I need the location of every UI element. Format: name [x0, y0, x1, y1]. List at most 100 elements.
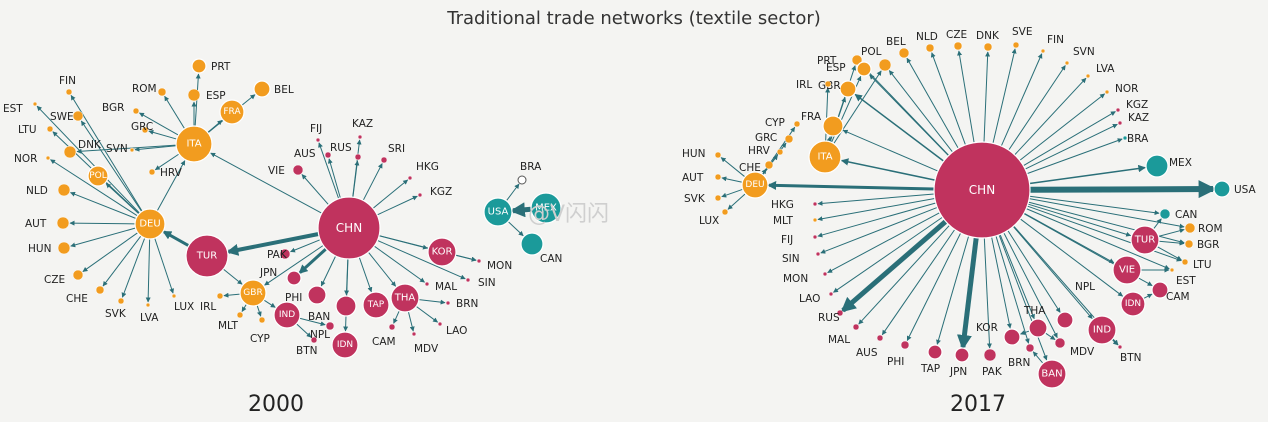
node-label-kaz: KAZ: [1128, 112, 1149, 124]
node-2000-tha: THA: [390, 283, 420, 313]
node-label-can: CAN: [540, 253, 562, 265]
node-label-est: EST: [1176, 275, 1196, 287]
node-label-mdv: MDV: [1070, 346, 1095, 358]
node-2017-gbr: GBR: [818, 80, 857, 98]
node-label-lux: LUX: [174, 301, 194, 313]
edge-2017-CHN-MDV: [1003, 232, 1058, 339]
node-label-fin: FIN: [1047, 34, 1064, 46]
node-2017-dnk: DNK: [976, 30, 1000, 52]
node-circle-grc: [784, 134, 794, 144]
node-circle-pol: [87, 165, 109, 187]
node-label-lao: LAO: [446, 325, 467, 337]
node-circle-est: [32, 101, 38, 107]
edge-2000-USA-CAN: [507, 221, 524, 237]
node-circle-nld: [57, 183, 71, 197]
node-circle-mlt: [236, 311, 244, 319]
node-circle-mon: [476, 258, 482, 264]
node-label-jpn: JPN: [259, 267, 277, 279]
node-label-aus: AUS: [294, 148, 316, 160]
node-label-ltu: LTU: [18, 124, 37, 136]
node-label-deu: DEU: [139, 219, 160, 230]
edge-2017-TUR-ROM: [1158, 228, 1185, 237]
node-2017-bgr: BGR: [1184, 239, 1219, 251]
node-2017-sve: SVE: [1012, 26, 1032, 49]
edge-2000-ITA-DNK: [76, 144, 177, 154]
node-circle-kor: [427, 237, 457, 267]
node-label-sin: SIN: [782, 253, 800, 265]
node-label-bra: BRA: [1127, 133, 1149, 145]
node-label-rus: RUS: [818, 312, 840, 324]
edge-2017-BAN-BRN: [1032, 351, 1044, 364]
node-circle-mdv: [1054, 337, 1066, 349]
node-circle-mdv: [411, 331, 417, 337]
node-label-pak: PAK: [982, 366, 1003, 378]
node-label-mon: MON: [487, 260, 512, 272]
node-label-aut: AUT: [682, 172, 704, 184]
node-2000-svn: SVN: [106, 143, 135, 155]
node-2000-aut: AUT: [25, 216, 70, 230]
node-circle-usa: [483, 197, 513, 227]
year-label-2017: 2017: [950, 392, 1006, 417]
node-label-tha: THA: [394, 293, 416, 304]
edge-2000-CHN-FIJ: [318, 142, 340, 199]
node-2000-sin: SIN: [465, 277, 496, 289]
edge-2017-CHN-FIJ: [817, 202, 936, 238]
node-2017-svk: SVK: [684, 193, 722, 205]
node-2000-mal: MAL: [424, 281, 457, 293]
node-label-chn: CHN: [969, 183, 995, 197]
node-circle-mal: [424, 281, 430, 287]
node-circle-ltu: [46, 125, 54, 133]
node-2000-mlt: MLT: [218, 311, 244, 332]
node-circle-phi: [307, 285, 327, 305]
node-label-ita: ITA: [186, 139, 201, 150]
edge-2017-CHN-RUS: [840, 219, 948, 313]
node-circle-usa: [1213, 180, 1231, 198]
edge-2000-CHN-JPN: [298, 247, 328, 274]
node-circle-pol: [878, 58, 892, 72]
node-circle-cze: [72, 269, 84, 281]
node-2017-prt: PRT: [817, 54, 863, 67]
node-circle-fin: [65, 88, 73, 96]
edge-2017-CHN-PRT: [860, 63, 950, 156]
node-circle-tur: [1130, 225, 1160, 255]
node-circle-sin: [465, 277, 471, 283]
edge-2017-CHN-USA: [1029, 180, 1217, 199]
edge-2017-TUR-LTU: [1157, 246, 1182, 261]
node-2017-mdv: MDV: [1054, 337, 1095, 358]
node-circle-npl: [1056, 311, 1074, 329]
node-circle-tha: [390, 283, 420, 313]
node-2000-gbr: GBR: [239, 279, 267, 307]
edge-2000-CHN-ITA: [210, 152, 322, 214]
node-2000-fra: FRA: [219, 99, 245, 125]
node-circle-cze: [953, 41, 963, 51]
node-2000-lva: LVA: [140, 302, 159, 324]
node-label-svn: SVN: [106, 143, 128, 155]
node-label-lux: LUX: [699, 215, 719, 227]
node-label-fij: FIJ: [781, 234, 793, 246]
edge-2017-DEU-GRC: [762, 142, 787, 175]
edge-2000-CHN-PHI: [320, 255, 337, 287]
diagram-title: Traditional trade networks (textile sect…: [447, 8, 821, 29]
node-2000-mex: MEX: [530, 192, 562, 224]
edge-2000-CHN-HKG: [372, 179, 409, 209]
edge-2017-CHN-SVE: [992, 48, 1017, 144]
node-2000-pak: PAK: [267, 248, 291, 261]
node-circle-kor: [1003, 328, 1021, 346]
node-label-grc: GRC: [755, 132, 777, 144]
node-2000-kaz: KAZ: [352, 118, 373, 140]
node-label-hrv: HRV: [160, 167, 183, 179]
node-label-deu: DEU: [745, 180, 764, 190]
node-circle-sin: [815, 251, 821, 257]
node-2017-tha: THA: [1023, 305, 1048, 338]
node-label-svk: SVK: [105, 308, 127, 320]
node-label-npl: NPL: [1075, 281, 1095, 293]
edge-2017-CHN-LAO: [833, 216, 943, 293]
edge-2000-ITA-SVN: [134, 145, 177, 152]
node-label-mex: MEX: [1169, 157, 1192, 169]
node-2017-btn: BTN: [1117, 344, 1141, 364]
edge-2017-TUR-CAN: [1153, 218, 1162, 230]
node-circle-ltu: [1181, 258, 1189, 266]
edge-2000-DEU-ITA: [156, 160, 186, 212]
node-label-cyp: CYP: [250, 333, 270, 345]
node-2000-phi: PHI: [285, 285, 327, 305]
